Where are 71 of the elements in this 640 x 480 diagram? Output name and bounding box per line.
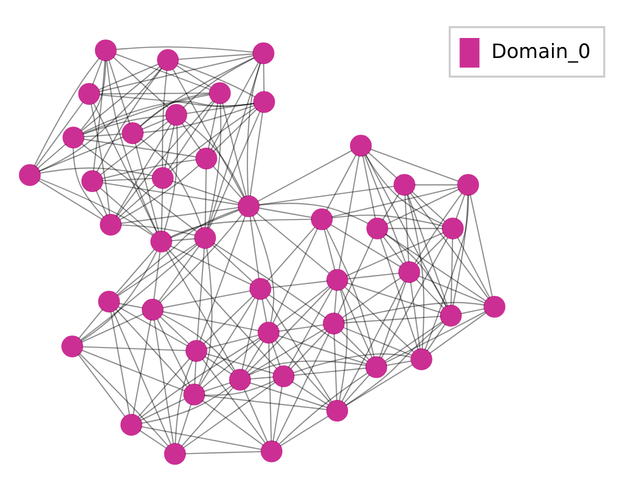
node-circle (249, 278, 272, 300)
connector (140, 138, 202, 229)
node-circle (326, 400, 348, 422)
node-circle (165, 104, 188, 126)
connector (166, 250, 236, 371)
legend-label: Domain_0 (491, 40, 591, 63)
node-circle (253, 91, 276, 113)
node-circle (484, 296, 506, 318)
node-circle (18, 164, 41, 186)
connector (208, 111, 260, 228)
node-circle (122, 122, 144, 144)
node-circle (94, 39, 117, 62)
node-circle (61, 336, 84, 358)
connector (162, 314, 234, 372)
connector (112, 310, 172, 444)
connector (96, 68, 162, 172)
node-circle (100, 214, 122, 236)
node-circle (410, 348, 432, 370)
node-circle (252, 42, 274, 64)
node-circle (457, 174, 479, 196)
connector (100, 120, 169, 176)
connector (386, 188, 460, 225)
node-circle (209, 82, 231, 104)
node-circle (229, 368, 251, 391)
connector (182, 57, 254, 108)
node-circle (238, 195, 260, 218)
node-circle (78, 83, 100, 105)
connector (248, 328, 326, 375)
node-circle (398, 261, 420, 283)
connector (364, 155, 406, 262)
connector (172, 68, 244, 198)
node-circle (310, 208, 333, 230)
node-circle (157, 49, 179, 71)
node-circle (185, 340, 208, 362)
node-circle (142, 298, 164, 321)
node-circle (98, 290, 120, 312)
connector (268, 294, 368, 362)
node-circle (183, 384, 206, 406)
node-circle (195, 148, 218, 170)
connector (72, 148, 104, 218)
node-circle (326, 269, 348, 291)
node-circle (258, 322, 280, 344)
node-circle (440, 304, 462, 327)
node-circle (194, 227, 216, 249)
connector (346, 232, 444, 276)
connector (278, 372, 368, 444)
node-circle (365, 356, 388, 378)
connector (168, 101, 215, 170)
node-circle (260, 440, 282, 462)
node-circle (442, 218, 464, 240)
connector (79, 353, 169, 447)
node-circle (350, 134, 372, 157)
node-circle (152, 167, 174, 189)
node-circle (272, 365, 294, 388)
connector (199, 298, 256, 386)
node-circle (150, 230, 172, 252)
node-circle (62, 126, 84, 148)
node-circle (120, 414, 142, 436)
connector (170, 107, 256, 172)
connector (160, 214, 242, 303)
connector (202, 338, 262, 388)
connector (407, 194, 448, 306)
node-circle (366, 218, 388, 240)
node-circle (164, 443, 186, 465)
connector (365, 154, 444, 225)
connector (184, 120, 245, 198)
connector (139, 337, 260, 419)
connector (168, 249, 277, 369)
node-circle (394, 174, 416, 196)
node-circle (81, 170, 104, 192)
node-circle (322, 312, 345, 334)
